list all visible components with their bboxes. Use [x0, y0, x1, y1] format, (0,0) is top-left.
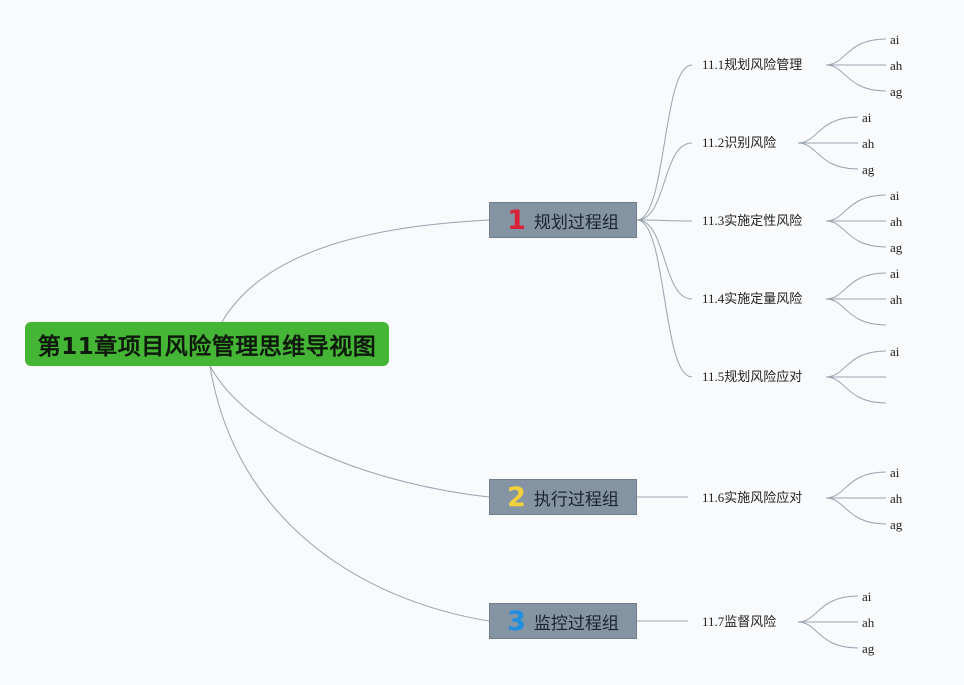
subtopic-to-leaf-line — [825, 376, 887, 404]
leaf-node[interactable]: ag — [890, 240, 903, 255]
group-node-monitoring[interactable]: 3 监控过程组 — [489, 603, 637, 639]
subtopic-to-leaf-line — [825, 471, 887, 499]
root-node[interactable]: 第11章项目风险管理思维导视图 — [25, 322, 389, 366]
subtopic-to-leaf-line — [825, 194, 887, 222]
subtopic-to-leaf-line — [825, 298, 887, 326]
subtopic-11-3[interactable]: 11.3实施定性风险 — [702, 213, 803, 228]
leaf-node[interactable]: ai — [890, 344, 900, 359]
subtopic-to-leaf-line — [825, 220, 887, 248]
leaf-node[interactable]: ai — [862, 589, 872, 604]
group-1-to-subtopic-line — [636, 219, 693, 378]
leaf-node[interactable]: ah — [862, 136, 875, 151]
subtopic-11-7[interactable]: 11.7监督风险 — [702, 614, 777, 629]
group-label: 规划过程组 — [533, 212, 619, 233]
group-1-to-subtopic-line — [636, 142, 693, 221]
leaf-node[interactable]: ag — [862, 641, 875, 656]
root-to-group-3-line — [209, 365, 490, 622]
leaf-node[interactable]: ai — [890, 465, 900, 480]
subtopic-to-leaf-line — [797, 116, 859, 144]
leaf-node[interactable]: ah — [890, 58, 903, 73]
group-1-to-subtopic-line — [636, 219, 693, 300]
group-label: 执行过程组 — [533, 489, 619, 510]
subtopic-to-leaf-line — [825, 64, 887, 92]
leaf-node[interactable]: ag — [862, 162, 875, 177]
group-1-to-subtopic-line — [636, 219, 693, 222]
root-to-group-2-line — [209, 365, 490, 498]
leaf-node[interactable]: ah — [890, 214, 903, 229]
leaf-node[interactable]: ai — [862, 110, 872, 125]
leaf-node[interactable]: ag — [890, 517, 903, 532]
leaf-node[interactable]: ah — [862, 615, 875, 630]
leaf-node[interactable]: ag — [890, 84, 903, 99]
subtopic-to-leaf-line — [825, 38, 887, 66]
leaf-node[interactable]: ai — [890, 188, 900, 203]
leaf-node[interactable]: ai — [890, 32, 900, 47]
root-to-group-1-line — [221, 219, 490, 323]
subtopic-to-leaf-line — [825, 497, 887, 525]
subtopic-11-2[interactable]: 11.2识别风险 — [702, 135, 777, 150]
subtopic-to-leaf-line — [825, 272, 887, 300]
group-number-badge: 1 — [507, 204, 526, 236]
subtopic-11-5[interactable]: 11.5规划风险应对 — [702, 369, 803, 384]
subtopic-11-6[interactable]: 11.6实施风险应对 — [702, 490, 803, 505]
leaf-node[interactable]: ai — [890, 266, 900, 281]
leaf-node[interactable]: ah — [890, 292, 903, 307]
group-node-planning[interactable]: 1 规划过程组 — [489, 202, 637, 238]
subtopic-to-leaf-line — [797, 595, 859, 623]
group-number-badge: 2 — [507, 481, 526, 513]
subtopic-to-leaf-line — [797, 142, 859, 170]
subtopic-11-4[interactable]: 11.4实施定量风险 — [702, 291, 803, 306]
subtopic-to-leaf-line — [797, 621, 859, 649]
group-1-to-subtopic-line — [636, 64, 693, 221]
group-label: 监控过程组 — [533, 613, 619, 634]
subtopic-11-1[interactable]: 11.1规划风险管理 — [702, 57, 803, 72]
leaf-node[interactable]: ah — [890, 491, 903, 506]
group-number-badge: 3 — [507, 605, 526, 637]
subtopic-to-leaf-line — [825, 350, 887, 378]
group-node-executing[interactable]: 2 执行过程组 — [489, 479, 637, 515]
